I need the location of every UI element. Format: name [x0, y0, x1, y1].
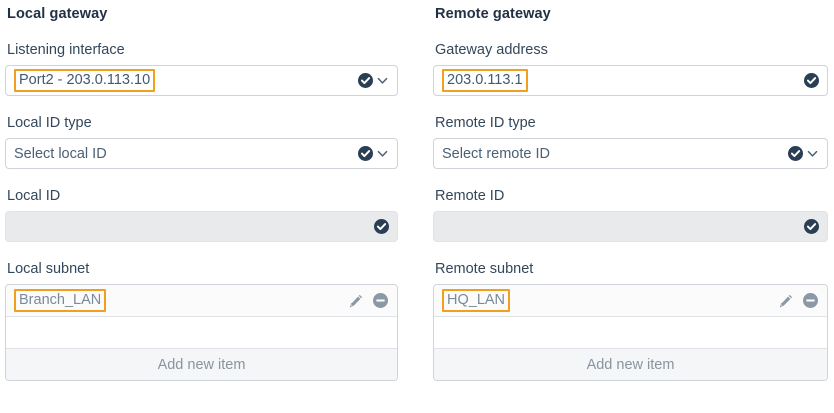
list-item-label-wrap: HQ_LAN	[442, 289, 778, 312]
add-new-item-button[interactable]: Add new item	[6, 349, 397, 380]
field-label-listening-interface: Listening interface	[7, 42, 125, 58]
local-id-type-select[interactable]: Select local ID	[5, 138, 398, 169]
remote-id-type-value: Select remote ID	[442, 145, 550, 162]
list-item[interactable]: Branch_LAN	[6, 285, 397, 317]
local-gateway-column: Local gateway Listening interface Port2 …	[0, 0, 417, 381]
gateway-address-value-wrap[interactable]: 203.0.113.1	[434, 66, 804, 95]
gateway-address-adornments	[804, 73, 827, 88]
local-id-type-adornments	[358, 146, 397, 161]
minus-circle-icon[interactable]	[803, 293, 818, 308]
gateway-config-panel: Local gateway Listening interface Port2 …	[0, 0, 834, 381]
pencil-icon[interactable]	[778, 293, 794, 309]
field-local-subnet: Local subnet Branch_LAN	[5, 260, 398, 381]
local-id-type-value-wrap[interactable]: Select local ID	[6, 139, 358, 168]
field-label-local-id-type: Local ID type	[7, 115, 92, 131]
field-local-id: Local ID	[5, 187, 398, 242]
gateway-address-input[interactable]: 203.0.113.1	[433, 65, 828, 96]
add-new-item-label: Add new item	[586, 356, 675, 373]
local-id-type-value: Select local ID	[14, 145, 107, 162]
listening-interface-adornments	[358, 73, 397, 88]
remote-id-type-adornments	[788, 146, 827, 161]
list-item-actions	[348, 293, 388, 309]
field-label-local-subnet: Local subnet	[7, 261, 90, 277]
list-item-label: Branch_LAN	[14, 289, 107, 312]
field-listening-interface: Listening interface Port2 - 203.0.113.10	[5, 41, 398, 96]
listening-interface-value: Port2 - 203.0.113.10	[14, 69, 156, 92]
field-label-gateway-address: Gateway address	[435, 42, 548, 58]
field-remote-id-type: Remote ID type Select remote ID	[433, 114, 828, 169]
check-circle-icon	[358, 73, 373, 88]
remote-id-value-wrap	[434, 212, 804, 241]
remote-id-type-select[interactable]: Select remote ID	[433, 138, 828, 169]
remote-id-type-value-wrap[interactable]: Select remote ID	[434, 139, 788, 168]
gateway-address-value: 203.0.113.1	[442, 69, 528, 92]
chevron-down-icon[interactable]	[804, 147, 819, 160]
list-empty-row	[6, 317, 397, 349]
remote-subnet-list: HQ_LAN	[433, 284, 828, 381]
list-item[interactable]: HQ_LAN	[434, 285, 827, 317]
check-circle-icon	[358, 146, 373, 161]
field-label-remote-subnet: Remote subnet	[435, 261, 534, 277]
list-item-label: HQ_LAN	[442, 289, 511, 312]
section-title-local: Local gateway	[7, 6, 108, 22]
check-circle-icon	[804, 73, 819, 88]
add-new-item-label: Add new item	[157, 356, 246, 373]
local-subnet-list: Branch_LAN	[5, 284, 398, 381]
check-circle-icon	[788, 146, 803, 161]
remote-id-adornments	[804, 219, 827, 234]
field-local-id-type: Local ID type Select local ID	[5, 114, 398, 169]
remote-gateway-column: Remote gateway Gateway address 203.0.113…	[417, 0, 834, 381]
field-label-remote-id: Remote ID	[435, 188, 505, 204]
chevron-down-icon[interactable]	[374, 147, 389, 160]
pencil-icon[interactable]	[348, 293, 364, 309]
listening-interface-value-wrap[interactable]: Port2 - 203.0.113.10	[6, 66, 358, 95]
list-empty-row	[434, 317, 827, 349]
field-label-remote-id-type: Remote ID type	[435, 115, 536, 131]
field-remote-subnet: Remote subnet HQ_LAN	[433, 260, 828, 381]
check-circle-icon	[374, 219, 389, 234]
chevron-down-icon[interactable]	[374, 74, 389, 87]
local-id-adornments	[374, 219, 397, 234]
add-new-item-button[interactable]: Add new item	[434, 349, 827, 380]
section-title-remote: Remote gateway	[435, 6, 551, 22]
local-id-value-wrap	[6, 212, 374, 241]
list-item-label-wrap: Branch_LAN	[14, 289, 348, 312]
remote-id-input	[433, 211, 828, 242]
field-remote-id: Remote ID	[433, 187, 828, 242]
listening-interface-select[interactable]: Port2 - 203.0.113.10	[5, 65, 398, 96]
local-id-input	[5, 211, 398, 242]
check-circle-icon	[804, 219, 819, 234]
list-item-actions	[778, 293, 818, 309]
field-gateway-address: Gateway address 203.0.113.1	[433, 41, 828, 96]
field-label-local-id: Local ID	[7, 188, 61, 204]
minus-circle-icon[interactable]	[373, 293, 388, 308]
